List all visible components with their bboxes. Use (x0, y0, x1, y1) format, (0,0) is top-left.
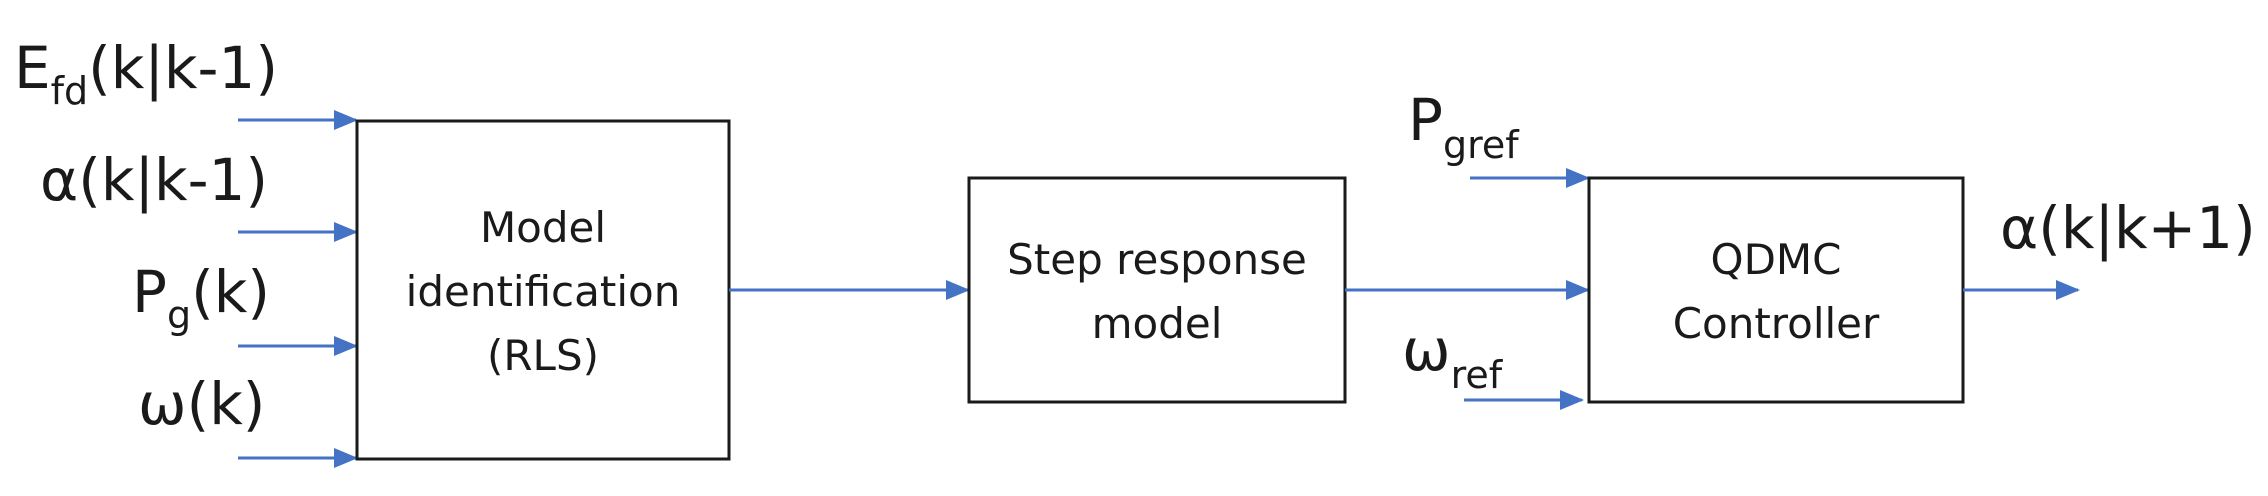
qdmc-line1: QDMC (1711, 235, 1842, 284)
input-label-alpha-prev: α(k|k-1) (40, 146, 268, 214)
qdmc-controller-block (1587, 176, 1965, 404)
step-response-line1: Step response (1007, 235, 1307, 284)
model-identification-block (355, 119, 731, 461)
model-identification-line1: Model (480, 203, 606, 252)
output-label-alpha-next: α(k|k+1) (2000, 194, 2256, 262)
step-response-block (967, 176, 1347, 404)
input-label-omega: ω(k) (138, 370, 265, 438)
input-label-efd: Efd(k|k-1) (14, 34, 278, 113)
omegaref-label: ωref (1402, 316, 1504, 397)
input-label-pg: Pg(k) (132, 258, 270, 337)
model-identification-line2: identification (406, 267, 681, 316)
model-identification-line3: (RLS) (487, 331, 599, 380)
qdmc-line2: Controller (1673, 299, 1880, 348)
step-response-line2: model (1092, 299, 1223, 348)
pgref-label: Pgref (1408, 86, 1520, 167)
